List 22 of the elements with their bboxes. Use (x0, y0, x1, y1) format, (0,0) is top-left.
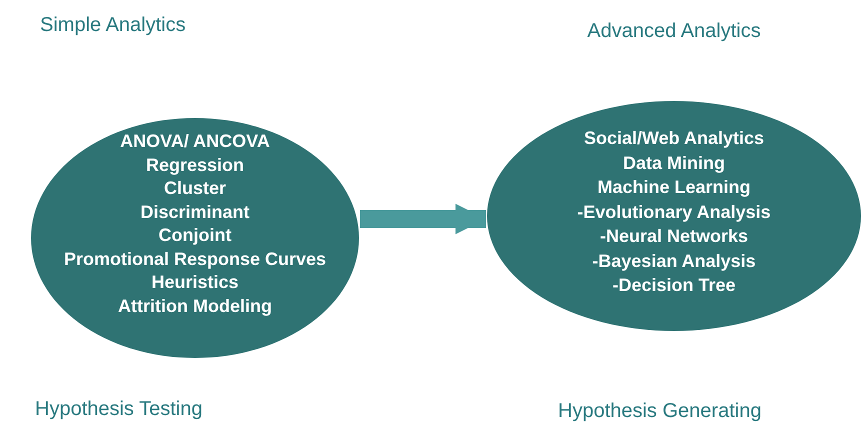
arrow (360, 204, 486, 234)
list-item: -Decision Tree (612, 274, 736, 297)
caption-text: Hypothesis Generating (558, 400, 762, 423)
ellipse-node (30, 14, 360, 359)
list-item: -Bayesian Analysis (592, 250, 756, 273)
list-item: Promotional Response Curves (64, 248, 326, 271)
list-item: Heuristics (151, 271, 239, 294)
list-item: -Neural Networks (600, 225, 748, 248)
list-item: -Evolutionary Analysis (577, 200, 771, 224)
list-item: Regression (146, 154, 244, 177)
list-item: ANOVA/ ANCOVA (120, 130, 270, 153)
list-item: Data Mining (623, 152, 725, 175)
list-item: Attrition Modeling (118, 294, 272, 318)
caption-text: Hypothesis Testing (35, 398, 202, 421)
heading: Advanced Analytics (587, 20, 761, 43)
ellipse-node (486, 20, 862, 332)
list-item: Cluster (164, 177, 226, 200)
list-item: Conjoint (158, 224, 232, 247)
heading: Simple Analytics (40, 14, 186, 37)
list-item: Machine Learning (597, 176, 751, 199)
list-item: Social/Web Analytics (584, 127, 764, 150)
list-item: Discriminant (140, 200, 250, 224)
